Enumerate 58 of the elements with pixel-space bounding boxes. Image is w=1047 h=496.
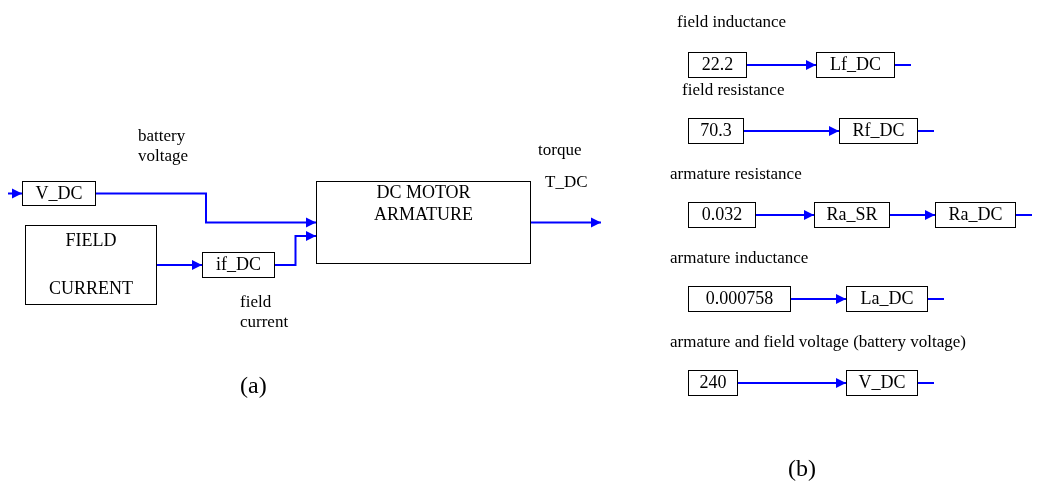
block-box: [202, 252, 275, 278]
arrow: [755, 210, 815, 220]
block-label: 0.032: [701, 204, 743, 226]
arrow: [790, 294, 847, 304]
block-box: [316, 181, 531, 264]
text-label: T_DC: [545, 172, 588, 192]
block-label: Ra_DC: [948, 204, 1003, 226]
output-line: [927, 298, 945, 300]
block-label: if_DC: [216, 254, 261, 276]
output-line: [917, 130, 935, 132]
block-label: 240: [699, 372, 727, 394]
block-box: [935, 202, 1016, 228]
arrow: [737, 378, 847, 388]
output-line: [917, 382, 935, 384]
block-box: [688, 202, 756, 228]
block-box: [816, 52, 895, 78]
block-label: Rf_DC: [852, 120, 905, 142]
block-box: [688, 52, 747, 78]
block-box: [814, 202, 890, 228]
block-label: CURRENT: [49, 278, 133, 300]
block-box: [688, 118, 744, 144]
text-label: field resistance: [682, 80, 785, 100]
text-label: armature resistance: [670, 164, 802, 184]
block-box: [839, 118, 918, 144]
panel-label: (b): [788, 455, 816, 482]
text-label: armature and field voltage (battery voltage): [670, 332, 966, 352]
block-box: [22, 181, 96, 206]
block-label: 22.2: [701, 54, 734, 76]
block-label: Ra_SR: [826, 204, 878, 226]
arrow: [743, 126, 840, 136]
arrow: [889, 210, 936, 220]
text-label: torque: [538, 140, 582, 160]
block-label: 0.000758: [705, 288, 774, 310]
block-box: [25, 225, 157, 305]
output-line: [1015, 214, 1033, 216]
block-label: DC MOTOR ARMATURE: [374, 182, 473, 226]
text-label: field inductance: [677, 12, 787, 32]
arrow: [274, 231, 317, 266]
arrow: [746, 60, 817, 70]
block-box: [688, 286, 791, 312]
arrow: [156, 260, 203, 270]
block-label: Lf_DC: [830, 54, 881, 76]
signal-caption: field current: [240, 292, 289, 332]
block-label: V_DC: [858, 372, 906, 394]
arrow: [7, 188, 23, 199]
output-line: [894, 64, 912, 66]
block-box: [846, 370, 918, 396]
block-label: La_DC: [860, 288, 914, 310]
arrow: [530, 217, 602, 228]
block-label: V_DC: [35, 182, 83, 205]
block-box: [846, 286, 928, 312]
arrow: [95, 192, 317, 228]
panel-label: (a): [240, 372, 267, 399]
block-label: FIELD: [65, 230, 117, 252]
block-box: [688, 370, 738, 396]
edge-label: battery voltage: [138, 125, 189, 166]
text-label: armature inductance: [670, 248, 809, 268]
block-label: 70.3: [700, 120, 732, 142]
